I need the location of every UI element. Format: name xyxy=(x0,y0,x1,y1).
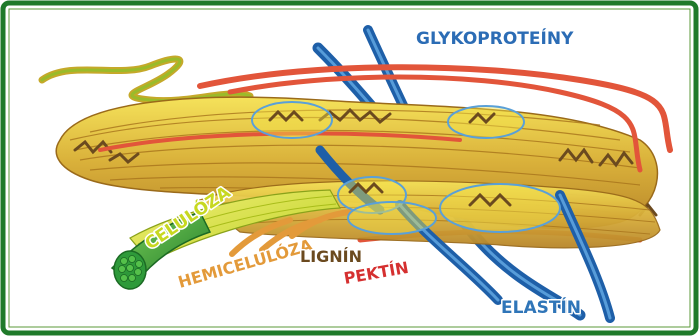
label-lignin: LIGNÍN xyxy=(300,247,362,266)
label-elastin: ELASTÍN xyxy=(501,296,581,318)
cross-link-ring-icon xyxy=(348,202,436,234)
cross-link-ring-icon xyxy=(440,184,560,232)
cross-link-ring-icon xyxy=(252,102,332,138)
label-glykoproteiny: GLYKOPROTEÍNY xyxy=(416,27,574,49)
cellulose-tube-end xyxy=(114,251,146,289)
